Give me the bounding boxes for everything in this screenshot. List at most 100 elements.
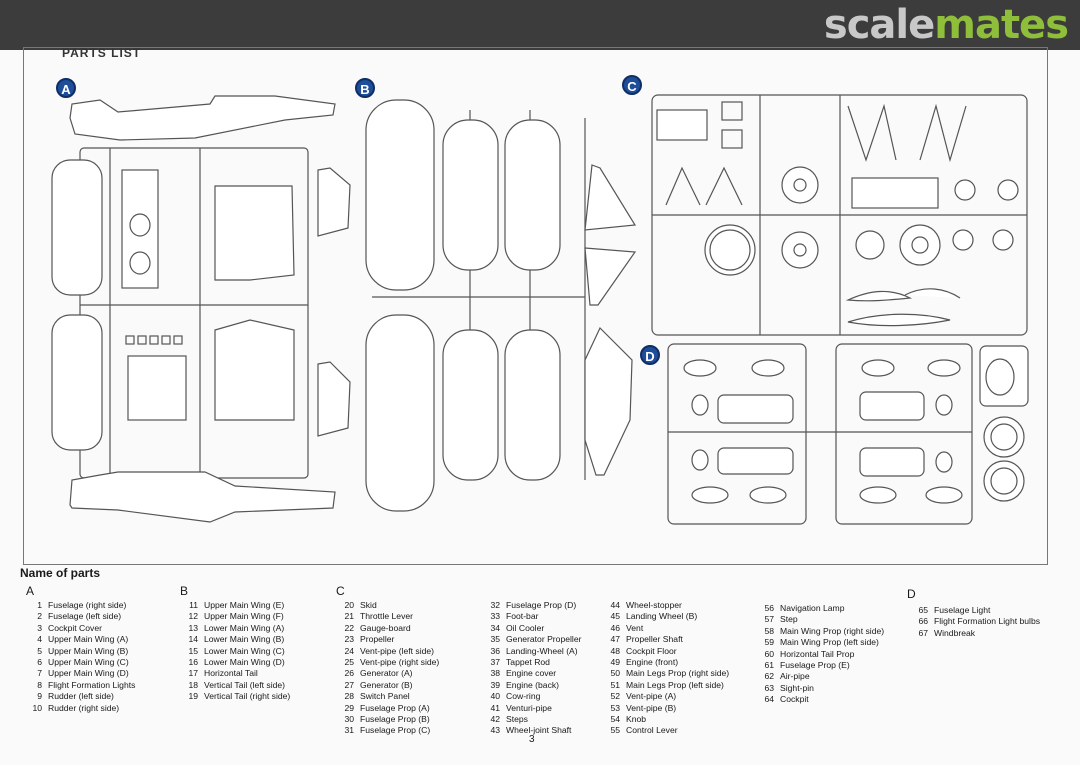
part-name: Vent-pipe (B) <box>626 702 677 713</box>
upper-wing-panel-5 <box>214 319 295 421</box>
part-name: Navigation Lamp <box>780 603 845 613</box>
part-number: 46 <box>610 622 620 633</box>
part-name: Cow-ring <box>506 691 541 702</box>
part-number: 13 <box>188 622 198 633</box>
part-name: Main Legs Prop (left side) <box>626 679 724 690</box>
part-number: 41 <box>490 702 500 713</box>
part-row: 64 Cockpit <box>752 694 884 705</box>
section-heading-c: C <box>336 584 345 598</box>
part-name: Skid <box>360 600 377 610</box>
part-number: 64 <box>764 694 774 705</box>
lower-wing-c-part <box>442 329 499 481</box>
part-name: Horizontal Tail Prop <box>780 648 855 659</box>
part-number: 3 <box>37 622 42 633</box>
part-number: 7 <box>37 668 42 679</box>
part-name: Flight Formation Lights <box>48 679 136 690</box>
generator-propeller-part <box>899 224 941 266</box>
part-row: 46 Vent <box>598 623 729 634</box>
part-name: Knob <box>626 714 647 725</box>
horizontal-tail-part <box>584 326 633 476</box>
part-number: 35 <box>490 634 500 645</box>
fuselage-upper-part <box>69 95 336 141</box>
part-name: Propeller <box>360 634 395 645</box>
part-name: Upper Main Wing (F) <box>204 611 284 622</box>
part-name: Upper Main Wing (C) <box>48 657 129 668</box>
part-row: 6 Upper Main Wing (C) <box>20 657 135 668</box>
part-name: Main Wing Prop (right side) <box>780 625 885 636</box>
part-name: Cockpit <box>780 694 809 705</box>
pilot-figure-parts <box>683 359 963 504</box>
part-name: Vent <box>626 622 644 633</box>
site-header-bar: scalemates <box>0 0 1080 50</box>
part-number: 31 <box>344 725 354 736</box>
lower-wing-d-part <box>504 329 561 481</box>
part-number: 6 <box>37 657 42 668</box>
upper-wing-panel-4 <box>214 185 295 281</box>
part-number: 44 <box>610 600 620 610</box>
runner-d-frame-right <box>835 343 973 525</box>
part-number: 33 <box>490 611 500 622</box>
main-wing-props-part <box>665 103 967 206</box>
part-number: 4 <box>37 634 42 645</box>
part-number: 22 <box>344 622 354 633</box>
scalemates-logo[interactable]: scalemates <box>824 2 1069 48</box>
part-number: 65 <box>918 605 928 615</box>
part-number: 47 <box>610 634 620 645</box>
part-name: Vent-pipe (left side) <box>360 645 435 656</box>
part-number: 32 <box>490 600 500 610</box>
part-name: Vent-pipe (A) <box>626 691 677 702</box>
part-number: 30 <box>344 714 354 725</box>
part-name: Cockpit Floor <box>626 645 677 656</box>
part-number: 61 <box>764 660 774 671</box>
part-number: 2 <box>37 611 42 622</box>
part-number: 55 <box>610 725 620 736</box>
runner-badge-b: B <box>355 78 375 98</box>
engine-front-part <box>781 166 819 204</box>
part-name: Fuselage Prop (D) <box>506 600 577 610</box>
part-name: Vertical Tail (right side) <box>204 691 291 702</box>
part-name: Landing Wheel (B) <box>626 611 698 622</box>
part-name: Fuselage (right side) <box>48 600 127 610</box>
part-name: Rudder (left side) <box>48 691 114 702</box>
propeller-part <box>845 288 961 302</box>
part-name: Step <box>780 614 798 625</box>
rudder-left-part <box>317 167 351 237</box>
engine-cover-part <box>855 230 885 260</box>
part-row: 32 Fuselage Prop (D) <box>478 600 581 611</box>
runner-badge-d: D <box>640 345 660 365</box>
section-heading-b: B <box>180 584 189 598</box>
part-number: 36 <box>490 645 500 656</box>
formation-lights-part <box>125 335 183 345</box>
part-number: 27 <box>344 679 354 690</box>
part-number: 19 <box>188 691 198 702</box>
